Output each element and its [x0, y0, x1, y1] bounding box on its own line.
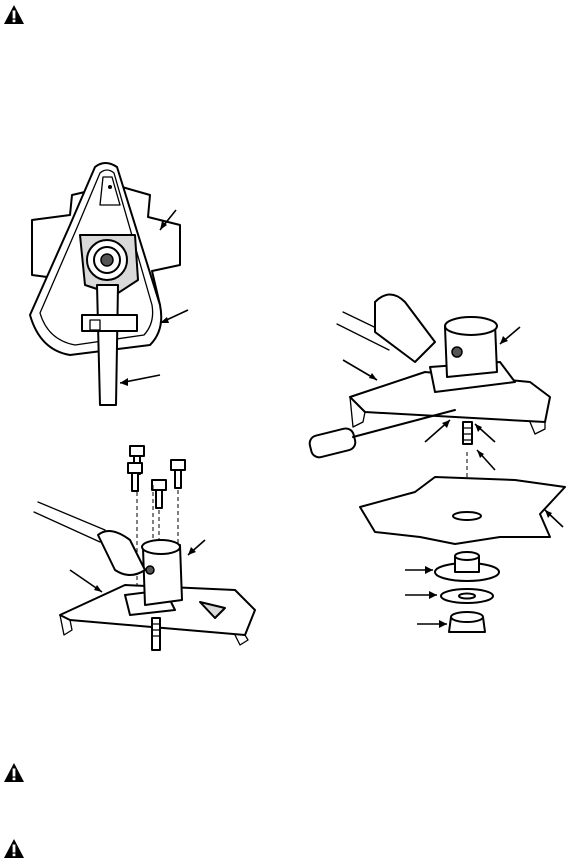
blade-guard-bolt-assembly	[30, 440, 270, 665]
blade-mounting-exploded-view	[305, 282, 575, 652]
warning-triangle-icon	[3, 838, 25, 860]
warning-triangle-icon	[3, 4, 25, 26]
blade-guard-back-view	[20, 155, 195, 410]
warning-triangle-icon	[3, 762, 25, 784]
